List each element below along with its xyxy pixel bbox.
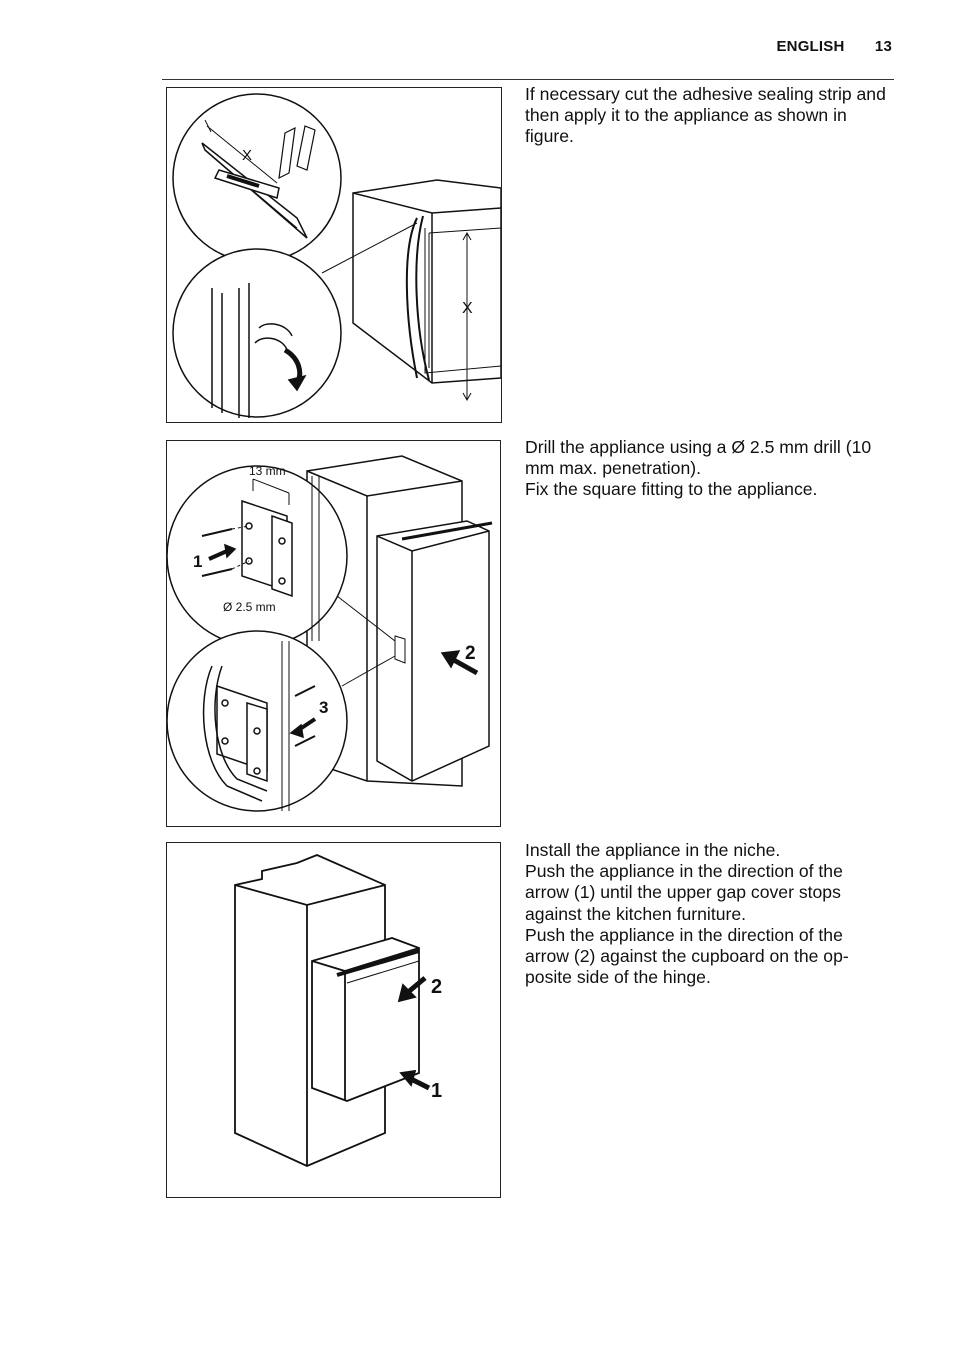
dim-x-top: X — [242, 147, 252, 164]
drill-diameter: Ø 2.5 mm — [223, 600, 276, 614]
dim-x-side: X — [462, 300, 473, 317]
step-3-line-2: Push the appliance in the direction of t… — [525, 861, 843, 924]
figure-install-niche: 2 1 — [166, 842, 501, 1198]
header-rule — [162, 79, 894, 80]
sealing-strip-illustration: X X — [172, 93, 501, 418]
step-2-line-2: Fix the square fitting to the appliance. — [525, 479, 818, 500]
step-2-text: Drill the appliance using a Ø 2.5 mm dri… — [525, 437, 887, 501]
step-3-line-3: Push the appliance in the direction of t… — [525, 924, 849, 988]
arrow-label-1: 1 — [193, 552, 202, 571]
step-2-line-1: Drill the appliance using a Ø 2.5 mm dri… — [525, 437, 872, 479]
figure-square-fitting: 13 mm Ø 2.5 mm 1 2 3 — [166, 440, 501, 827]
figure-sealing-strip: X X — [166, 87, 502, 423]
step-3-text: Install the appliance in the niche. Push… — [525, 840, 887, 988]
step-3-line-1: Install the appliance in the niche. — [525, 840, 781, 860]
section-label: ENGLISH — [776, 38, 845, 55]
dim-13mm: 13 mm — [249, 464, 286, 478]
page-header: ENGLISH 13 — [776, 38, 892, 55]
arrow-label-1: 1 — [431, 1080, 442, 1102]
square-fitting-illustration: 13 mm Ø 2.5 mm 1 2 3 — [167, 455, 493, 812]
arrow-label-2: 2 — [465, 643, 476, 664]
page-number: 13 — [874, 38, 892, 55]
arrow-label-3: 3 — [319, 698, 328, 717]
step-1-line-1: If necessary cut the adhesive sealing st… — [525, 84, 886, 147]
step-1-text: If necessary cut the adhesive sealing st… — [525, 84, 887, 148]
install-niche-illustration: 2 1 — [234, 854, 442, 1167]
arrow-label-2: 2 — [431, 976, 442, 998]
